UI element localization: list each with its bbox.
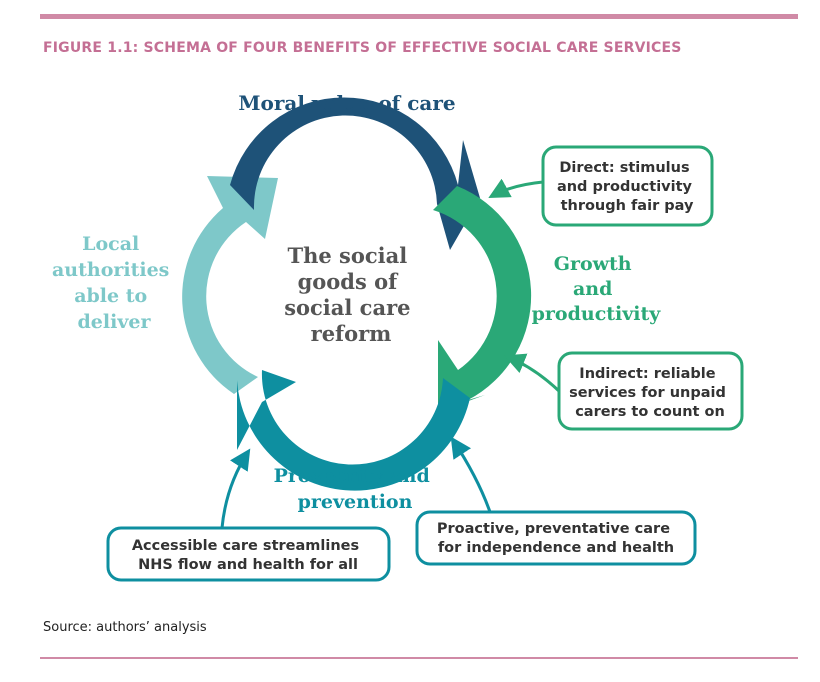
connector-proactive [450, 436, 492, 513]
arc-prosperity [237, 370, 470, 491]
source-note: Source: authors’ analysis [43, 620, 207, 635]
label-growth: Growth and productivity [532, 253, 662, 325]
figure-title: FIGURE 1.1: SCHEMA OF FOUR BENEFITS OF E… [43, 40, 682, 56]
box-proactive: Proactive, preventative care for indepen… [415, 510, 697, 566]
connector-direct [488, 178, 544, 199]
svg-text:Direct: stimulus and pro: Direct: stimulus and productivity throug… [557, 160, 697, 214]
arc-moral-value [230, 97, 480, 250]
connector-indirect [504, 353, 562, 394]
box-accessible: Accessible care streamlines NHS flow and… [106, 526, 391, 582]
arc-local-authorities [182, 176, 278, 394]
label-moral-value: Moral value of care [238, 91, 455, 115]
bottom-rule [40, 657, 798, 659]
box-indirect: Indirect: reliable services for unpaid c… [557, 351, 744, 431]
svg-text:Proactive, preventative care: Proactive, preventative care for indepen… [437, 521, 675, 556]
connector-accessible [220, 448, 251, 529]
center-title: The social goods of social care reform [284, 243, 418, 346]
top-rule [40, 14, 798, 19]
box-direct: Direct: stimulus and productivity throug… [541, 145, 714, 227]
svg-text:Indirect: reliable servi: Indirect: reliable services for unpaid c… [569, 366, 731, 420]
svg-text:Accessible care streamlines: Accessible care streamlines NHS flow and… [132, 538, 364, 573]
label-local-authorities: Local authorities able to deliver [52, 233, 176, 333]
label-prosperity: Prosperity and prevention [274, 465, 437, 513]
